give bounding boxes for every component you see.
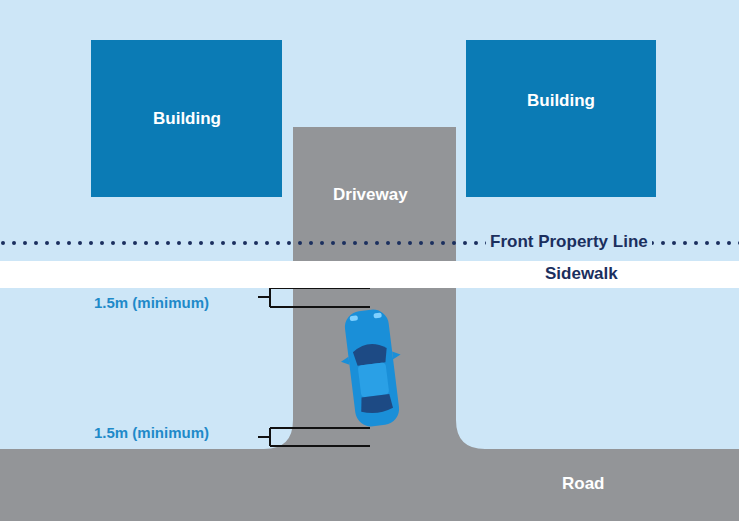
node-text: Road [562, 474, 605, 494]
dimension-bracket [258, 288, 370, 307]
dimension-label: 1.5m (minimum) [94, 294, 209, 311]
car [335, 307, 409, 429]
node-text: Building [153, 109, 221, 129]
dimension-label: 1.5m (minimum) [94, 424, 209, 441]
road-band: Road [0, 449, 739, 521]
node-text: Sidewalk [545, 264, 618, 284]
building-box: Building [466, 40, 656, 197]
property-line-label: Front Property Line [486, 232, 652, 252]
node-text: Driveway [333, 185, 408, 205]
building-box: Building [91, 40, 282, 197]
driveway-band: Driveway [293, 127, 456, 233]
sidewalk-band: Sidewalk [0, 261, 739, 288]
dimension-bracket [258, 428, 370, 446]
node-text: Building [527, 91, 595, 111]
